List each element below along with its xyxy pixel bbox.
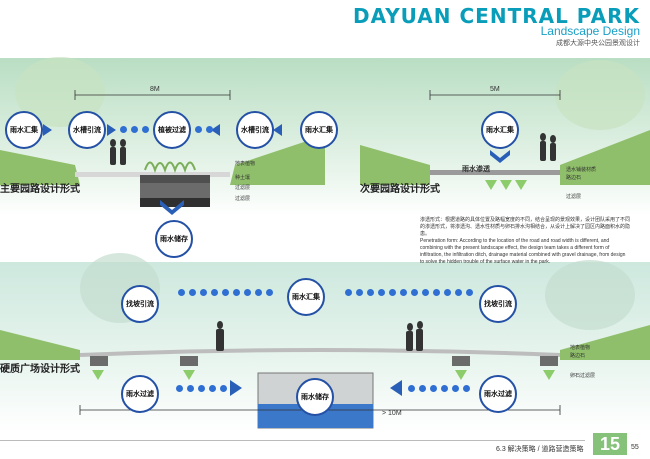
plaza-drain-left-2 xyxy=(180,356,198,366)
main-road-surface xyxy=(75,172,230,177)
node-main-storage: 雨水储存 xyxy=(155,220,193,258)
plaza-label: 硬质广场设计形式 xyxy=(0,364,80,375)
main-layer-3: 过滤层 xyxy=(235,185,251,191)
node-main-left-collect: 雨水汇集 xyxy=(5,111,43,149)
node-main-right-collect: 雨水汇集 xyxy=(300,111,338,149)
grass-icon xyxy=(144,161,196,174)
footer-section: 6.3 解决策略 / 道路营造策略 xyxy=(496,446,584,453)
grass-slope-right xyxy=(230,135,325,185)
main-road-width: 8M xyxy=(150,86,160,93)
grass-slope-plaza-left xyxy=(0,330,80,360)
main-layer-1: 地表植物 xyxy=(235,161,256,167)
plaza-drain-left-1 xyxy=(90,356,108,366)
header-subtitle-cn: 成都大源中央公园景观设计 xyxy=(556,40,640,47)
plaza-layer-3: 卵石过滤层 xyxy=(570,373,596,379)
grass-slope-secondary-right xyxy=(560,130,650,185)
tree-bottom-right-icon xyxy=(545,260,635,330)
trench-top-layer xyxy=(140,175,210,183)
grass-slope-secondary-left xyxy=(360,145,430,185)
tree-left-icon xyxy=(15,57,105,127)
grass-slope-plaza-right xyxy=(560,325,650,360)
plaza-drain-right-2 xyxy=(540,356,558,366)
description-cn: 渗透形式：根据道路的具体位置及路幅宽度的不同，结合呈现的景观效果，设计团队采用了… xyxy=(420,217,631,237)
node-plaza-left-guide: 找坡引流 xyxy=(121,285,159,323)
tree-right-icon xyxy=(555,60,645,130)
plaza-drain-right-1 xyxy=(452,356,470,366)
green-arrow-icons xyxy=(92,180,555,380)
node-plaza-right-guide: 找坡引流 xyxy=(479,285,517,323)
flow-dots-main-left xyxy=(120,126,149,133)
secondary-layer-1: 透水铺装材质 xyxy=(566,167,597,173)
flow-dots-main-right xyxy=(195,126,213,133)
footer-badge: 15 xyxy=(593,433,627,455)
footer-divider xyxy=(0,440,585,441)
secondary-road-surface xyxy=(430,170,560,175)
header-title: DAYUAN CENTRAL PARK xyxy=(353,4,640,28)
people-icon xyxy=(110,133,556,351)
main-road-label: 主要园路设计形式 xyxy=(0,184,80,195)
node-plaza-left-filter: 雨水过滤 xyxy=(121,375,159,413)
node-plaza-storage: 雨水储存 xyxy=(296,378,334,416)
grass-slope-left xyxy=(0,150,80,185)
node-main-right-guide: 水槽引流 xyxy=(236,111,274,149)
node-secondary-seep: 雨水渗透 xyxy=(462,166,490,173)
secondary-layer-2: 路边石 xyxy=(566,175,582,181)
flow-dots-plaza-left xyxy=(178,289,273,296)
description-block: 渗透形式：根据道路的具体位置及路幅宽度的不同，结合呈现的景观效果，设计团队采用了… xyxy=(420,217,630,266)
header-subtitle: Landscape Design xyxy=(540,24,640,38)
flow-dots-plaza-right xyxy=(345,289,473,296)
main-layer-2: 种土壤 xyxy=(235,175,251,181)
description-en: Penetration form: According to the locat… xyxy=(420,238,626,265)
node-plaza-right-filter: 雨水过滤 xyxy=(479,375,517,413)
plaza-layer-1: 地表植物 xyxy=(570,345,591,351)
trench-bottom-layer xyxy=(140,198,210,207)
main-layer-4: 过滤层 xyxy=(235,196,251,202)
node-secondary-collect: 雨水汇集 xyxy=(481,111,519,149)
plaza-width: > 10M xyxy=(382,410,402,417)
flow-dots-plaza-bottom-right xyxy=(408,385,470,392)
flow-dots-plaza-bottom-left xyxy=(176,385,227,392)
secondary-layer-3: 过滤层 xyxy=(566,194,582,200)
node-plaza-top-collect: 雨水汇集 xyxy=(287,278,325,316)
node-main-left-guide: 水槽引流 xyxy=(68,111,106,149)
footer-page-number: 55 xyxy=(631,444,639,451)
plaza-surface xyxy=(79,348,561,357)
secondary-road-label: 次要园路设计形式 xyxy=(360,184,440,195)
node-main-center: 植被过滤 xyxy=(153,111,191,149)
plaza-layer-2: 路边石 xyxy=(570,353,586,359)
secondary-road-width: 5M xyxy=(490,86,500,93)
